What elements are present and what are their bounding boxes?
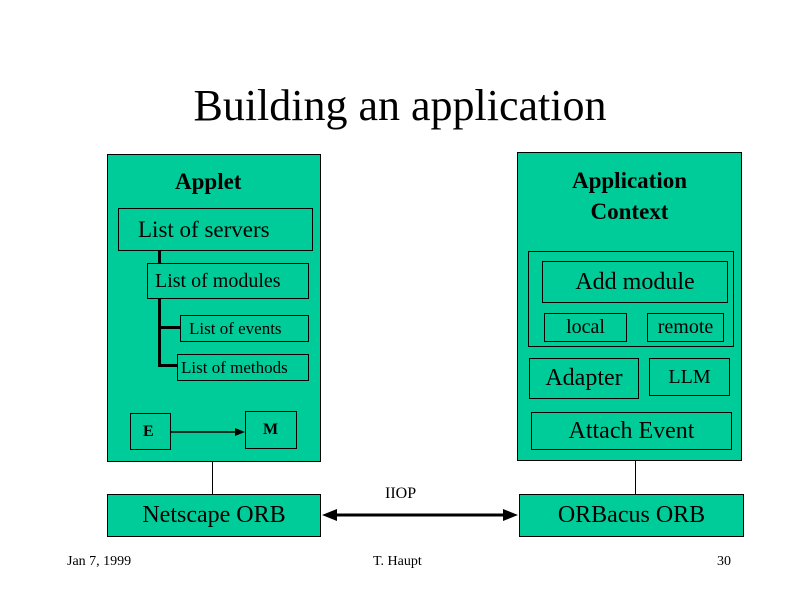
orbacus-orb-box: ORBacus ORB xyxy=(519,494,744,537)
tree-connector-servers-modules xyxy=(158,250,161,264)
adapter-box: Adapter xyxy=(529,358,639,399)
list-of-methods-box: List of methods xyxy=(177,354,309,381)
footer-author: T. Haupt xyxy=(373,554,422,569)
iiop-double-arrow xyxy=(322,509,518,521)
add-module-box: Add module xyxy=(542,261,728,303)
adapter-label: Adapter xyxy=(545,365,623,391)
tree-connector-methods xyxy=(158,364,178,367)
remote-box: remote xyxy=(647,313,724,342)
context-to-orb-line xyxy=(635,461,636,494)
list-of-modules-box: List of modules xyxy=(147,263,309,299)
e-box: E xyxy=(130,413,171,450)
orbacus-orb-label: ORBacus ORB xyxy=(557,502,706,528)
iiop-label: IIOP xyxy=(385,485,417,502)
list-of-servers-label: List of servers xyxy=(138,216,270,242)
list-of-servers-box: List of servers xyxy=(118,208,313,251)
remote-label: remote xyxy=(657,316,714,338)
tree-connector-modules xyxy=(158,298,161,365)
e-to-m-arrow xyxy=(171,428,245,436)
list-of-events-label: List of events xyxy=(189,318,282,338)
footer-date: Jan 7, 1999 xyxy=(67,554,132,569)
llm-label: LLM xyxy=(668,365,711,388)
applet-to-orb-line xyxy=(212,462,213,494)
application-context-heading-line1: Application xyxy=(571,168,688,193)
m-label: M xyxy=(263,421,279,438)
applet-panel xyxy=(107,154,321,462)
local-box: local xyxy=(544,313,627,342)
attach-event-box: Attach Event xyxy=(531,412,732,450)
netscape-orb-label: Netscape ORB xyxy=(142,502,286,528)
llm-box: LLM xyxy=(649,358,730,396)
list-of-events-box: List of events xyxy=(180,315,309,342)
slide-title: Building an application xyxy=(193,81,607,130)
list-of-modules-label: List of modules xyxy=(155,269,281,292)
application-context-heading: Application Context xyxy=(517,165,742,227)
list-of-methods-label: List of methods xyxy=(181,357,288,377)
tree-connector-events xyxy=(158,326,180,329)
application-context-heading-line2: Context xyxy=(590,199,669,224)
add-module-label: Add module xyxy=(575,268,695,295)
local-label: local xyxy=(566,316,605,338)
applet-heading: Applet xyxy=(175,169,242,194)
e-label: E xyxy=(143,422,154,440)
attach-event-label: Attach Event xyxy=(568,417,695,444)
footer-page-number: 30 xyxy=(717,554,731,569)
m-box: M xyxy=(245,411,297,449)
netscape-orb-box: Netscape ORB xyxy=(107,494,321,537)
